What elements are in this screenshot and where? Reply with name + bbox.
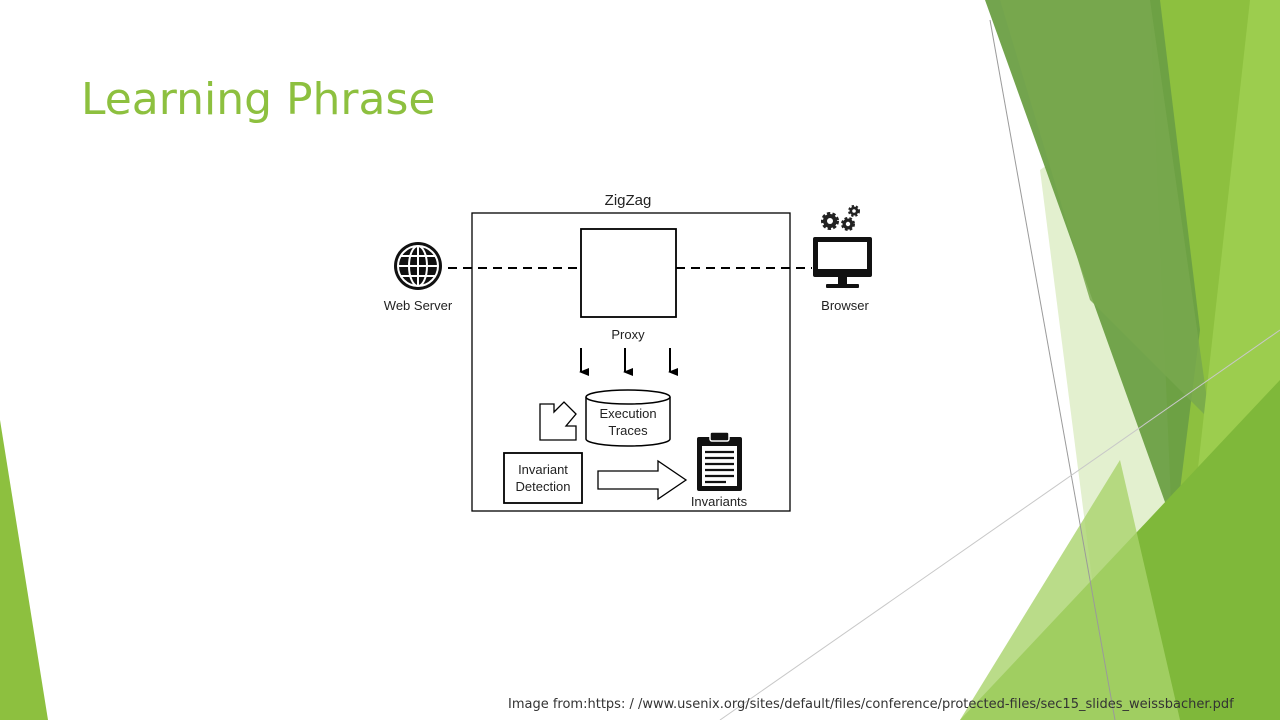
clipboard-icon [697,431,742,491]
caption-url[interactable]: https: / /www.usenix.org/sites/default/f… [587,697,1234,712]
image-source-caption: Image from:https: / /www.usenix.org/site… [508,697,1234,712]
browser-label: Browser [821,298,869,313]
web-server-label: Web Server [384,298,453,313]
slide-title: Learning Phrase [81,74,436,125]
invariants-label: Invariants [691,494,748,509]
traces-label-line-1: Execution [599,406,656,421]
system-label: ZigZag [605,192,652,209]
globe-icon [394,242,442,290]
detection-label-line-2: Detection [516,479,571,494]
right-mid-shape [1000,0,1210,420]
detection-label-line-1: Invariant [518,462,568,477]
hollow-diagonal-arrow [539,401,577,441]
system-boundary [471,212,791,512]
proxy-box [580,228,677,318]
bottom-pale-shape [960,460,1180,720]
proxy-label: Proxy [611,327,645,342]
gears-icon [821,205,860,231]
execution-traces-db [585,389,671,447]
decor-thin-line-2 [719,329,1280,720]
hollow-right-arrow [597,459,688,501]
left-edge-shape [0,420,48,720]
monitor-icon [813,237,872,288]
invariant-detection-box [503,452,583,504]
caption-label: Image from: [508,697,588,712]
traces-label-line-2: Traces [608,423,648,438]
decor-thin-line-1 [989,19,1116,720]
